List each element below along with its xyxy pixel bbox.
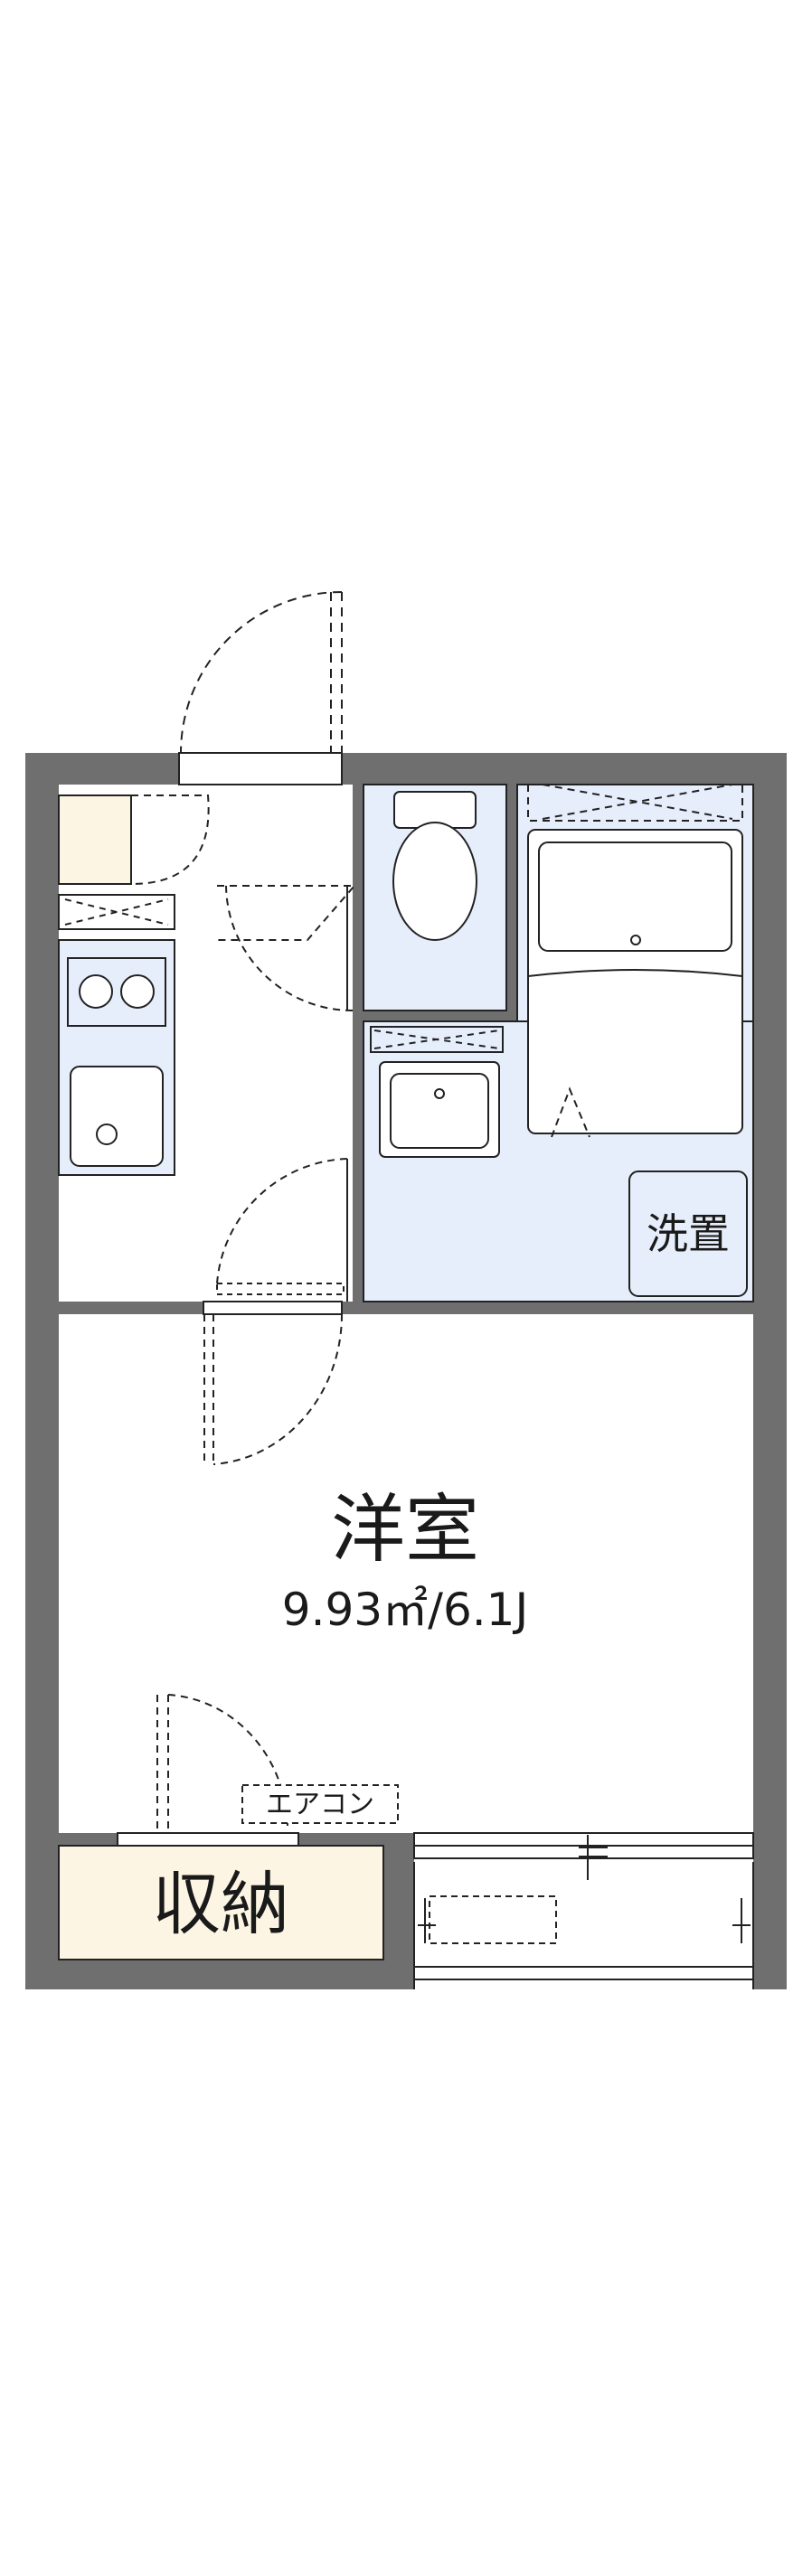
corridor-door bbox=[216, 1158, 348, 1302]
wash-basin bbox=[379, 1061, 500, 1158]
western-room: 洋室 9.93㎡/6.1J bbox=[282, 1487, 528, 1636]
toilet bbox=[392, 791, 477, 941]
balcony bbox=[413, 1862, 754, 1989]
room-area: 9.93㎡/6.1J bbox=[282, 1584, 528, 1636]
bath-door bbox=[551, 1086, 590, 1138]
exterior-walls bbox=[25, 753, 787, 1989]
room-door bbox=[203, 1301, 344, 1465]
shoe-cabinet bbox=[58, 794, 210, 930]
laundry-label: 洗置 bbox=[647, 1209, 730, 1258]
toilet-shelf bbox=[370, 1026, 504, 1053]
aircon-label: エアコン bbox=[266, 1789, 374, 1820]
balcony-window bbox=[413, 1832, 754, 1880]
storage-label: 収納 bbox=[152, 1864, 289, 1944]
storage-closet: 収納 bbox=[58, 1845, 384, 1960]
bathtub bbox=[527, 784, 743, 1134]
laundry-space: 洗置 bbox=[628, 1170, 748, 1297]
aircon-unit: エアコン bbox=[241, 1784, 399, 1824]
room-name: 洋室 bbox=[331, 1487, 479, 1573]
closet-door bbox=[117, 1694, 299, 1847]
entrance-door bbox=[178, 591, 343, 785]
kitchen-counter bbox=[58, 939, 175, 1176]
washroom-door bbox=[217, 885, 357, 1011]
